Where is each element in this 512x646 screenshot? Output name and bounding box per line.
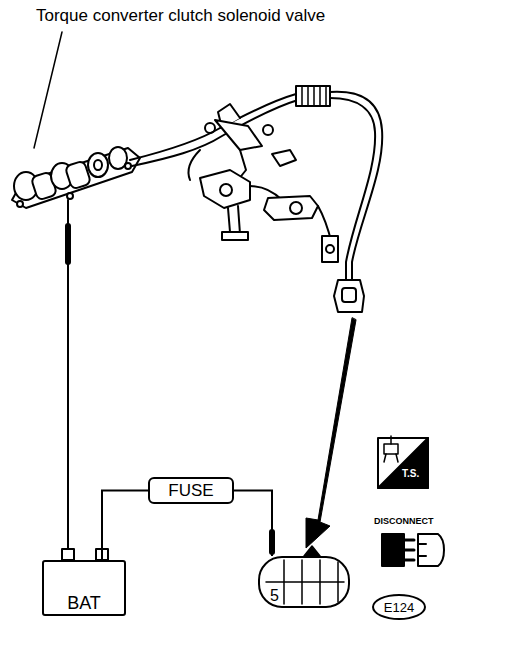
wire — [67, 200, 69, 548]
node-text: BAT — [67, 593, 101, 614]
battery: BAT — [42, 560, 126, 616]
harness-connector — [334, 280, 364, 312]
pointer-arrow — [306, 318, 356, 548]
icon-caption: DISCONNECT — [374, 516, 434, 526]
icon-text: T.S. — [402, 468, 419, 479]
wire — [234, 491, 272, 557]
wire — [102, 491, 148, 561]
node-text: FUSE — [168, 481, 213, 501]
node-text: 5 — [270, 587, 279, 605]
fuse-box: FUSE — [148, 477, 234, 504]
node-text: E124 — [384, 600, 414, 615]
part-name: Torque converter clutch solenoid valve — [36, 6, 325, 26]
wire-connector — [65, 226, 71, 262]
valve-plate — [12, 148, 140, 208]
connector-id: E124 — [372, 594, 426, 620]
connector-grid — [266, 546, 344, 604]
connector-e124: 5 — [258, 556, 350, 608]
disconnect-icon — [382, 534, 444, 566]
ts-icon — [378, 436, 428, 488]
solenoid-cylinders — [14, 147, 131, 207]
wire-harness — [130, 86, 382, 280]
leader-line — [34, 32, 62, 148]
